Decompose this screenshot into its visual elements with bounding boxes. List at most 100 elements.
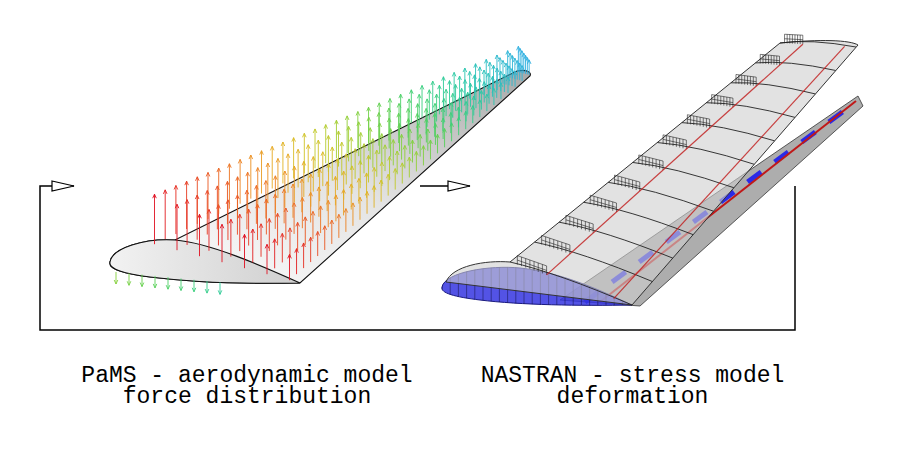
force-arrow: [349, 184, 353, 210]
force-arrow: [140, 275, 144, 287]
force-arrow: [436, 134, 440, 153]
force-arrow: [388, 156, 392, 180]
force-arrow: [228, 164, 232, 209]
mesh-line: [458, 260, 459, 310]
force-arrow: [295, 249, 299, 274]
force-arrow: [334, 195, 338, 221]
force-arrow: [448, 81, 452, 110]
force-arrow: [309, 174, 313, 207]
force-arrow: [317, 187, 321, 217]
force-arrow: [460, 88, 464, 112]
force-vectors: [114, 46, 531, 294]
force-arrow: [399, 94, 403, 128]
force-arrow: [485, 94, 489, 111]
mesh-line: [450, 260, 451, 310]
force-arrow: [522, 53, 526, 73]
force-arrow: [380, 134, 384, 163]
force-arrow: [334, 176, 338, 205]
force-arrow: [403, 145, 407, 168]
force-arrow: [327, 136, 331, 172]
force-arrow: [442, 77, 446, 108]
force-arrow: [344, 209, 348, 232]
flow-arrow: [420, 185, 470, 187]
force-arrow: [274, 176, 278, 213]
rib-box: [566, 215, 593, 233]
rib-box: [687, 115, 709, 128]
model-output: deformation: [557, 387, 709, 408]
force-arrow: [435, 94, 439, 121]
force-arrow: [380, 162, 384, 186]
force-arrow: [395, 151, 399, 174]
force-arrow: [330, 220, 334, 244]
force-arrow: [488, 62, 492, 88]
force-arrow: [218, 282, 222, 294]
force-arrow: [273, 239, 277, 268]
rib-line: [780, 41, 856, 47]
force-arrow: [163, 190, 167, 239]
force-arrow: [323, 226, 327, 250]
force-arrow: [367, 107, 371, 143]
force-arrow: [153, 194, 157, 244]
upper-skin: [446, 41, 858, 305]
force-arrow: [452, 72, 456, 102]
force-arrow: [288, 228, 292, 257]
force-arrow: [220, 224, 224, 262]
force-arrow: [342, 171, 346, 199]
rib-box: [663, 135, 686, 149]
spar-line: [547, 44, 803, 275]
force-arrow: [153, 276, 157, 288]
force-arrow: [365, 173, 369, 198]
force-arrow: [205, 190, 209, 234]
force-arrow: [340, 142, 344, 175]
force-arrow: [495, 55, 499, 82]
force-arrow: [276, 213, 280, 245]
model-output: force distribution: [123, 387, 371, 408]
force-arrow: [192, 280, 196, 292]
force-arrow: [238, 214, 242, 251]
force-arrow: [265, 199, 269, 234]
model-panel: PaMS - aerodynamic modelforce distributi…: [74, 40, 420, 410]
force-arrow: [478, 67, 482, 94]
rib-structure: [510, 34, 856, 305]
model-panel: NASTRAN - stress modeldeformation: [470, 40, 795, 410]
force-arrow: [337, 131, 341, 167]
force-arrow: [371, 139, 375, 168]
force-arrow: [302, 161, 306, 197]
force-arrow: [265, 244, 269, 274]
rib-box: [639, 155, 663, 170]
force-arrow: [466, 92, 470, 114]
force-arrow: [288, 254, 292, 280]
rib-box: [785, 34, 803, 44]
force-arrow: [520, 51, 524, 73]
force-arrow: [281, 142, 285, 183]
force-arrow: [206, 172, 210, 218]
force-arrow: [474, 64, 478, 93]
force-arrow: [306, 145, 310, 183]
force-arrow: [438, 85, 442, 114]
force-arrow: [337, 214, 341, 238]
force-arrow: [282, 189, 286, 223]
force-arrow: [511, 56, 515, 79]
force-arrow: [498, 58, 502, 83]
force-arrow: [518, 49, 522, 73]
rib-box: [517, 256, 546, 275]
force-arrow: [316, 232, 320, 257]
force-arrow: [114, 272, 118, 284]
force-arrow: [229, 219, 233, 256]
force-arrow: [249, 155, 253, 199]
force-arrow: [365, 191, 369, 213]
spar-line: [614, 46, 845, 298]
force-arrow: [264, 181, 268, 219]
force-arrow: [429, 140, 433, 159]
force-arrow: [238, 159, 242, 203]
force-arrow: [400, 163, 404, 184]
wing-surface: [110, 70, 531, 283]
force-arrow: [468, 71, 472, 98]
force-arrow: [296, 222, 300, 250]
force-arrow: [359, 133, 363, 165]
feedback-arrow: [40, 186, 795, 330]
force-arrow: [444, 89, 448, 116]
force-arrow: [377, 103, 381, 138]
force-arrow: [335, 120, 339, 158]
